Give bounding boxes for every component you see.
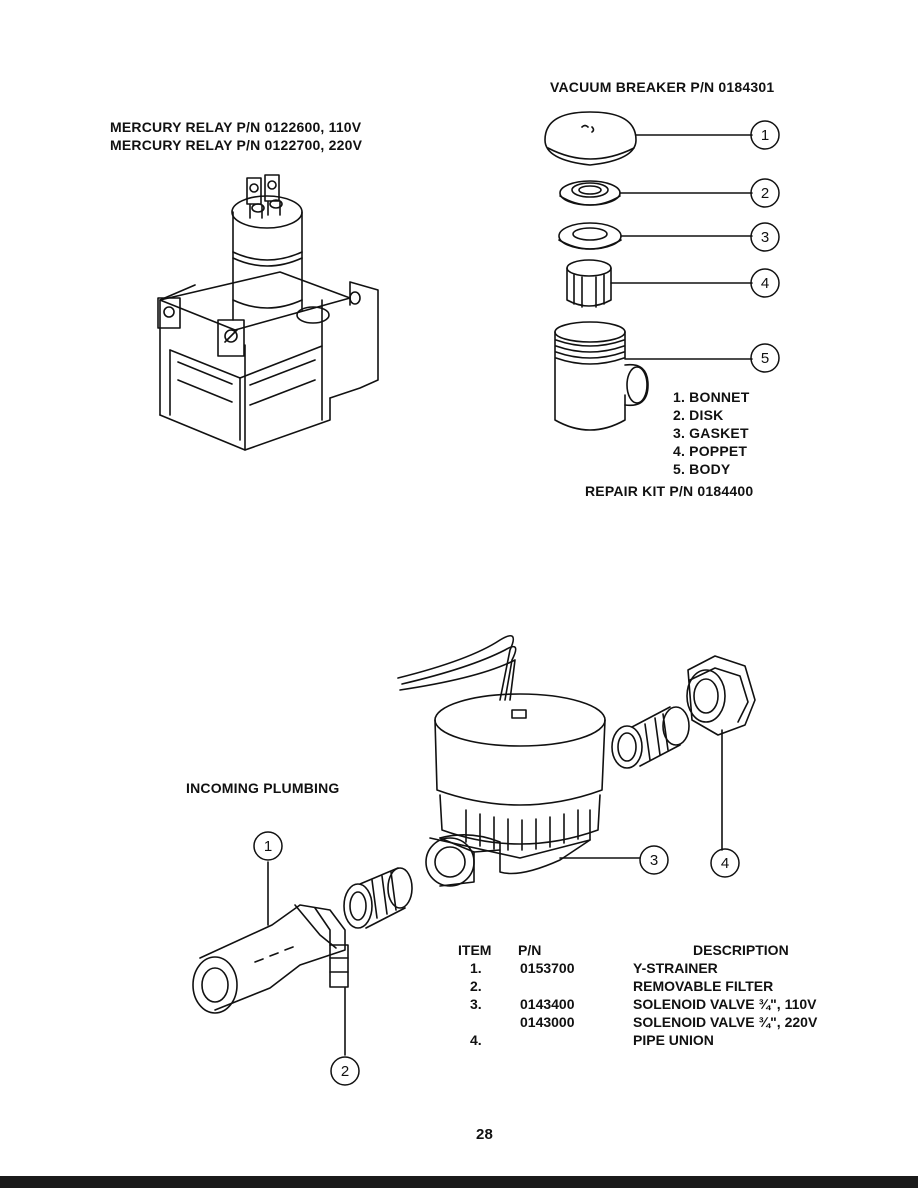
row-pn: 0143400 — [520, 996, 575, 1012]
plumbing-callout-1-label: 1 — [264, 838, 272, 855]
table-row: 4. PIPE UNION — [458, 1031, 817, 1049]
vb-callout-3 — [750, 222, 780, 252]
row-description: PIPE UNION — [633, 1032, 714, 1048]
table-row: 2. REMOVABLE FILTER — [458, 977, 817, 995]
vb-legend-bonnet: 1. BONNET — [673, 389, 750, 405]
row-pn: 0153700 — [520, 960, 575, 976]
repair-kit-label: REPAIR KIT P/N 0184400 — [585, 483, 754, 499]
row-item: 3. — [470, 996, 482, 1012]
vacuum-breaker-illustration — [544, 111, 753, 431]
row-item — [458, 1013, 518, 1031]
plumbing-illustration — [192, 634, 756, 1056]
incoming-plumbing-title: INCOMING PLUMBING — [186, 780, 340, 796]
row-description: SOLENOID VALVE ¾", 220V — [633, 1014, 818, 1030]
row-pn — [518, 1031, 633, 1049]
page-number: 28 — [476, 1126, 494, 1143]
vb-callout-5 — [750, 343, 780, 373]
table-row: 1. 0153700 Y-STRAINER — [458, 959, 817, 977]
col-header-description: DESCRIPTION — [693, 942, 789, 958]
vacuum-breaker-title: VACUUM BREAKER P/N 0184301 — [550, 79, 775, 95]
row-item: 1. — [470, 960, 482, 976]
vb-callout-4 — [750, 268, 780, 298]
parts-table-header: ITEM P/N DESCRIPTION — [458, 941, 817, 959]
row-pn — [518, 977, 633, 995]
vb-callout-1 — [750, 120, 780, 150]
plumbing-callout-2-label: 2 — [341, 1063, 349, 1080]
footer-bar — [0, 1176, 918, 1188]
col-header-item: ITEM — [458, 942, 492, 958]
table-row: 3. 0143400 SOLENOID VALVE ¾", 110V — [458, 995, 817, 1013]
vb-callout-5-label: 5 — [761, 350, 769, 367]
plumbing-callout-2 — [330, 1056, 360, 1086]
vb-legend-poppet: 4. POPPET — [673, 443, 748, 459]
plumbing-callout-1 — [253, 831, 283, 861]
relay-title-220v: MERCURY RELAY P/N 0122700, 220V — [110, 137, 363, 153]
row-description: Y-STRAINER — [633, 960, 718, 976]
plumbing-callout-4-label: 4 — [721, 855, 729, 872]
col-header-pn: P/N — [518, 942, 542, 958]
vb-legend-disk: 2. DISK — [673, 407, 724, 423]
vb-legend-gasket: 3. GASKET — [673, 425, 749, 441]
row-item: 4. — [470, 1032, 482, 1048]
row-pn: 0143000 — [520, 1014, 575, 1030]
plumbing-callout-4 — [710, 848, 740, 878]
relay-title-110v: MERCURY RELAY P/N 0122600, 110V — [110, 119, 362, 135]
table-row: 0143000 SOLENOID VALVE ¾", 220V — [458, 1013, 817, 1031]
parts-table: ITEM P/N DESCRIPTION 1. 0153700 Y-STRAIN… — [458, 941, 817, 1049]
row-item: 2. — [470, 978, 482, 994]
plumbing-callout-3 — [639, 845, 669, 875]
vb-callout-2 — [750, 178, 780, 208]
vb-legend-body: 5. BODY — [673, 461, 731, 477]
vb-callout-3-label: 3 — [761, 229, 769, 246]
vb-callout-4-label: 4 — [761, 275, 769, 292]
plumbing-callout-3-label: 3 — [650, 852, 658, 869]
row-description: REMOVABLE FILTER — [633, 978, 774, 994]
row-description: SOLENOID VALVE ¾", 110V — [633, 996, 817, 1012]
mercury-relay-illustration — [157, 174, 379, 451]
vb-callout-2-label: 2 — [761, 185, 769, 202]
vb-callout-1-label: 1 — [761, 127, 769, 144]
